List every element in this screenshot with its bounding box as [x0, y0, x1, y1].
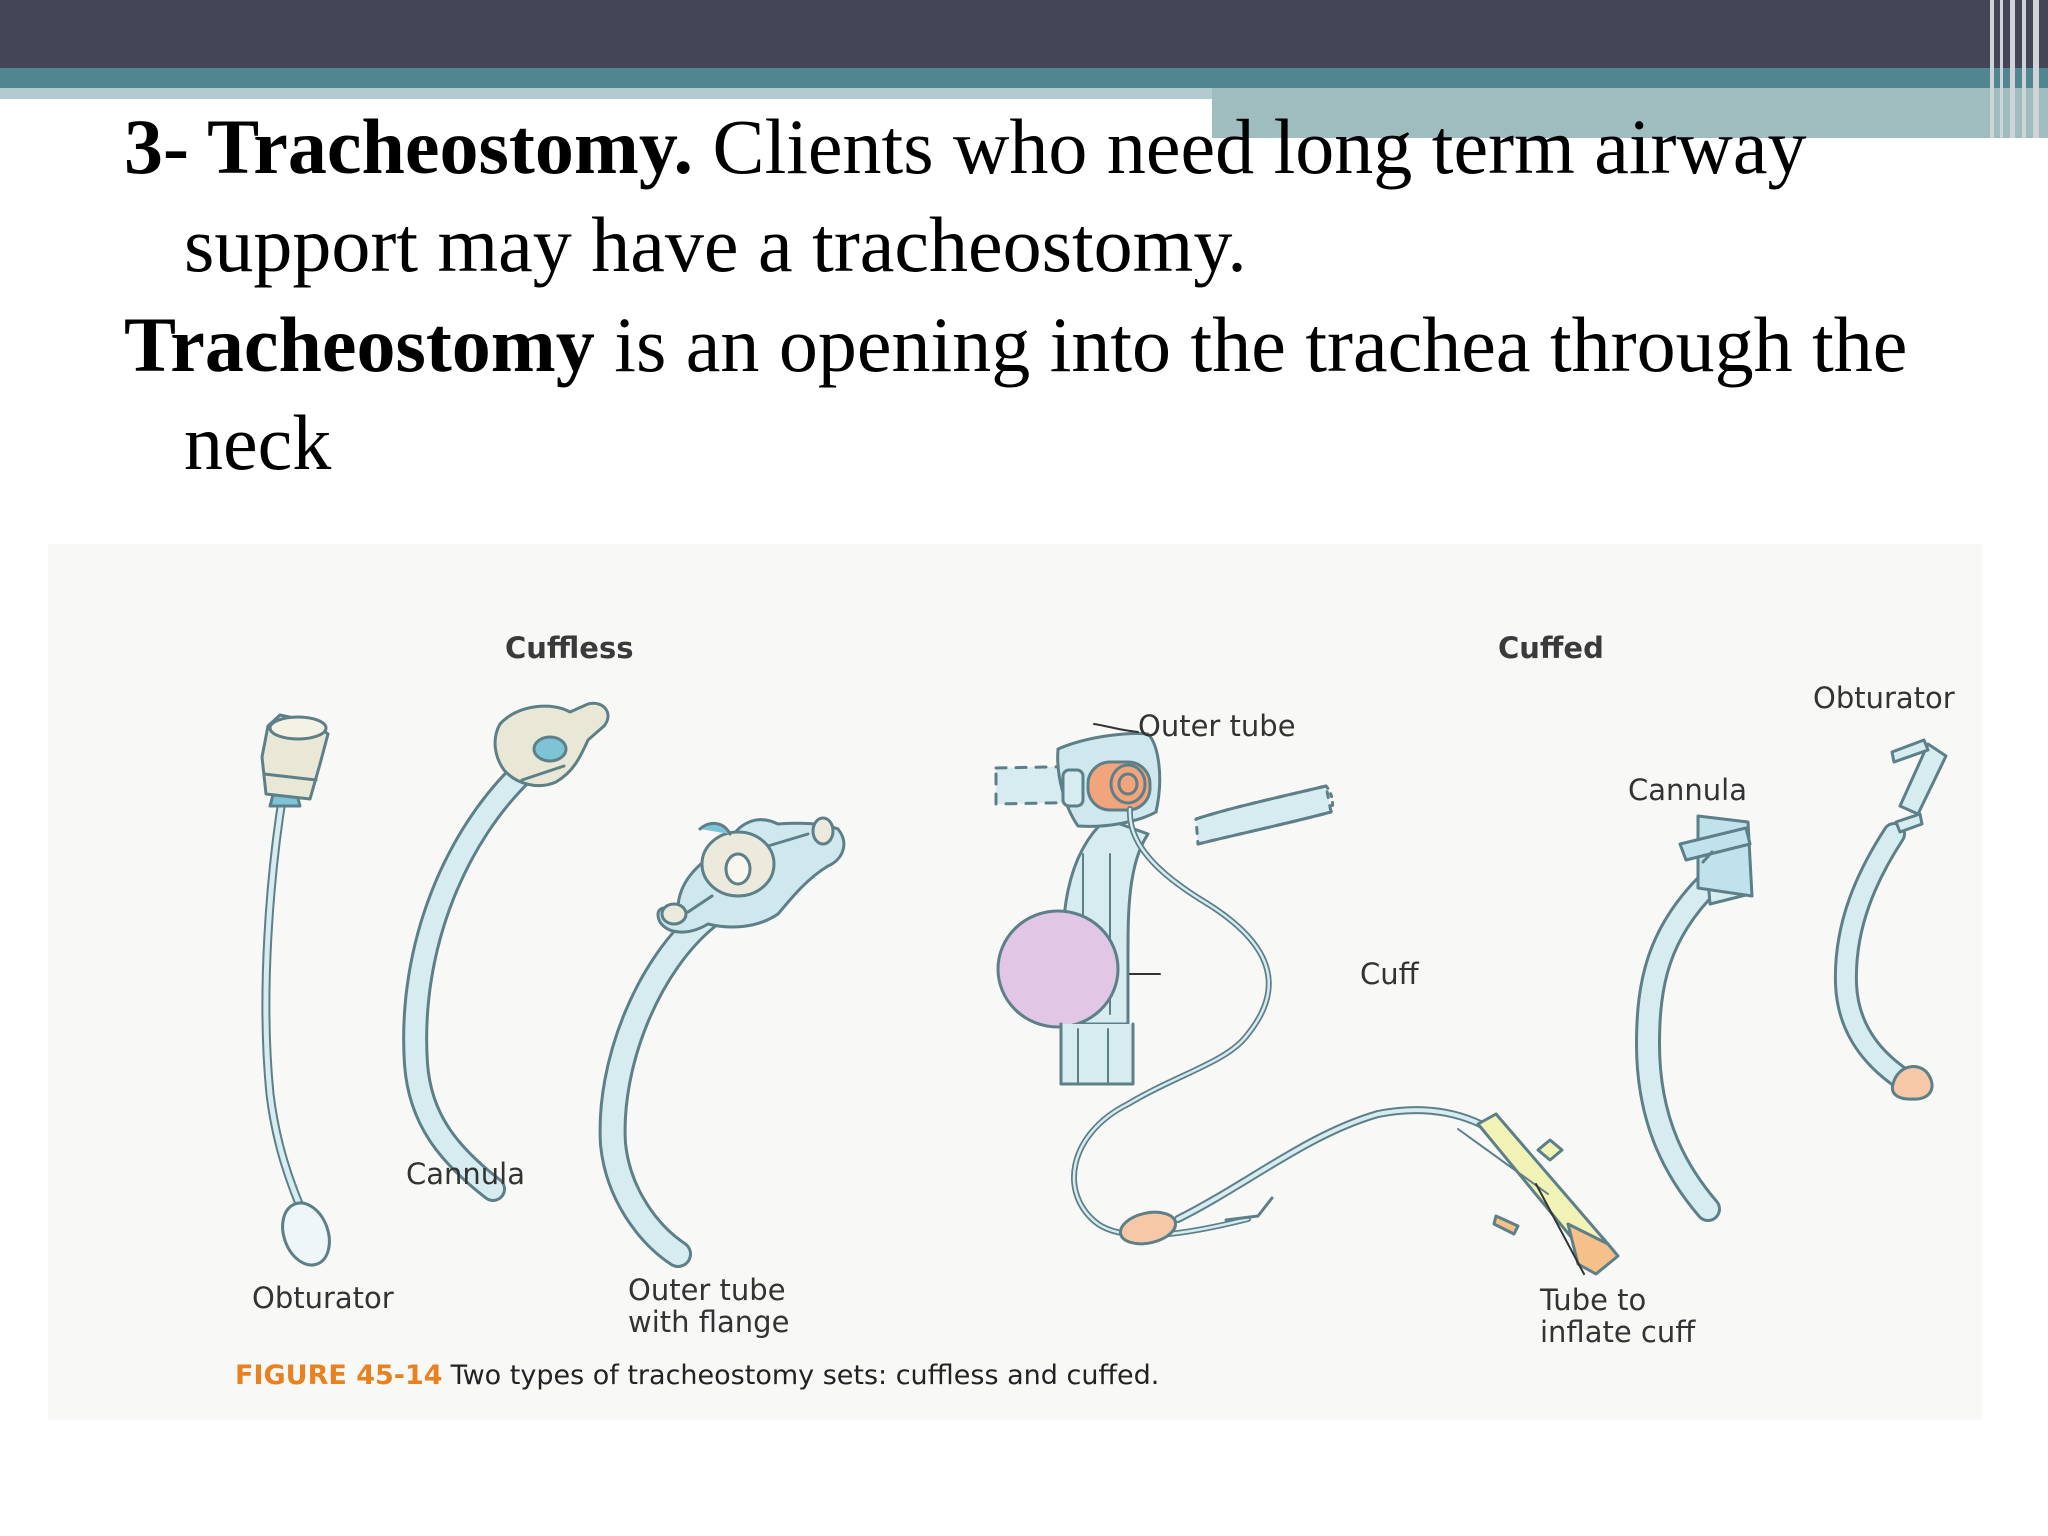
- label-outer-tube-with-flange-line2: with flange: [628, 1305, 790, 1339]
- cuffed-outer-tube-drawing: [994, 732, 1620, 1276]
- cuffless-title: Cuffless: [505, 631, 634, 665]
- title-bar-light-band: [0, 88, 1212, 99]
- cuffed-obturator-drawing: [1833, 738, 1948, 1101]
- title-bar-accent-band: [0, 68, 2048, 88]
- definition-text: is an opening into the trachea through t…: [184, 301, 1908, 486]
- heading-paragraph-1: 3- Tracheostomy. Clients who need long t…: [124, 98, 1924, 294]
- leader-outer-tube: [1093, 723, 1139, 733]
- edge-stripe: [2000, 0, 2003, 138]
- cuffless-cannula-drawing: [402, 701, 610, 1202]
- figure-caption-text: Two types of tracheostomy sets: cuffless…: [450, 1360, 1160, 1391]
- heading-term-bold: 3- Tracheostomy.: [124, 103, 694, 190]
- heading-text: Clients who need long term airway suppor…: [184, 103, 1807, 288]
- edge-stripe: [2010, 0, 2015, 138]
- label-cuffed-cannula: Cannula: [1628, 773, 1747, 807]
- title-bar-dark: [0, 0, 2048, 68]
- figure-number: FIGURE 45-14: [235, 1360, 443, 1391]
- label-tube-to-inflate-line2: inflate cuff: [1540, 1315, 1696, 1349]
- cuffed-cannula-drawing: [1635, 814, 1754, 1222]
- edge-stripe: [2022, 0, 2026, 138]
- slide-body-text: 3- Tracheostomy. Clients who need long t…: [124, 98, 1924, 492]
- tracheostomy-illustration: [260, 701, 1948, 1276]
- heading-paragraph-2: Tracheostomy is an opening into the trac…: [124, 296, 1924, 492]
- outer-tube-with-flange-drawing: [598, 816, 846, 1268]
- label-cuffed-outer-tube: Outer tube: [1138, 709, 1296, 743]
- label-cuffless-obturator: Obturator: [252, 1281, 394, 1315]
- edge-stripe: [1990, 0, 1994, 138]
- label-cuff: Cuff: [1360, 957, 1419, 991]
- definition-term-bold: Tracheostomy: [124, 301, 595, 388]
- title-bar-right-panel: [1212, 88, 2048, 138]
- edge-stripe: [2033, 0, 2039, 138]
- label-cuffed-obturator: Obturator: [1813, 681, 1955, 715]
- tracheostomy-figure: Cuffless Cuffed Obturator Cannula Outer …: [48, 544, 1982, 1420]
- label-tube-to-inflate-line1: Tube to: [1540, 1283, 1647, 1317]
- leader-tube-to-inflate: [1535, 1183, 1585, 1275]
- cuffless-obturator-drawing: [260, 713, 331, 1267]
- cuffed-title: Cuffed: [1498, 631, 1604, 665]
- label-outer-tube-with-flange-line1: Outer tube: [628, 1273, 786, 1307]
- label-cuffless-cannula: Cannula: [406, 1157, 525, 1191]
